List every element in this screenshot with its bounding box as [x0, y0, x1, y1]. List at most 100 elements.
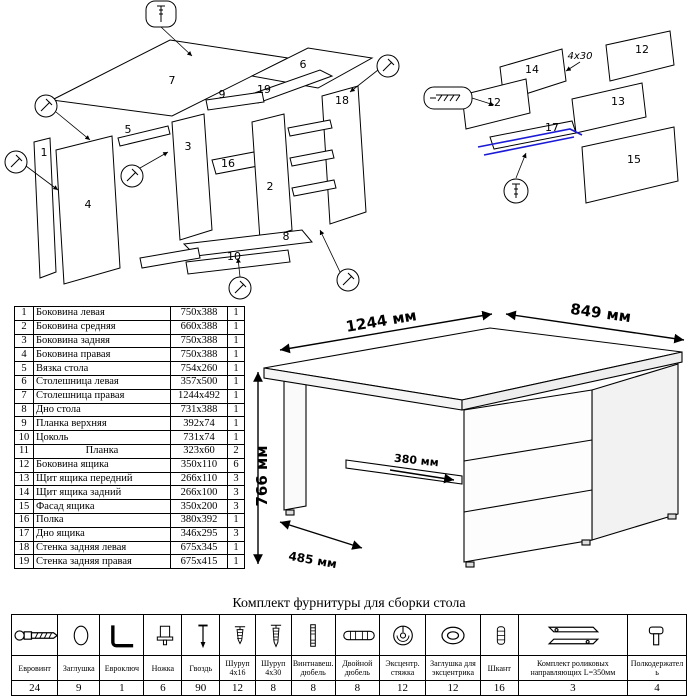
- leg-icon: [143, 614, 183, 656]
- parts-cell-name: Столешница правая: [33, 388, 171, 404]
- screw-4x16-icon: [219, 614, 256, 656]
- parts-cell-qty: 3: [227, 471, 245, 487]
- part-label-12b: 12: [635, 43, 649, 56]
- parts-cell-num: 6: [14, 374, 34, 390]
- parts-cell-num: 3: [14, 333, 34, 349]
- parts-cell-name: Боковина левая: [33, 306, 171, 321]
- hardware-callouts: [4, 0, 400, 300]
- hardware-qty: 3: [517, 680, 629, 696]
- nail-icon: [181, 614, 221, 656]
- hardware-name: Гвоздь: [181, 655, 221, 681]
- dowel-icon: [479, 614, 519, 656]
- hardware-icon-row: [10, 614, 687, 656]
- drawer-hardware-callouts: [423, 61, 581, 204]
- part-label-14: 14: [525, 63, 539, 76]
- parts-cell-size: 660x388: [170, 319, 228, 335]
- parts-cell-size: 266x110: [170, 471, 228, 487]
- parts-cell-name: Боковина средняя: [33, 319, 171, 335]
- part-label-8: 8: [283, 230, 290, 243]
- roller-guides-icon: [517, 614, 629, 656]
- cam-lock-icon: [378, 614, 427, 656]
- screw-callout-icon: [120, 164, 144, 188]
- dimension-base-width: 485 мм: [287, 549, 338, 571]
- parts-cell-size: 731x74: [170, 430, 228, 445]
- parts-cell-qty: 6: [227, 457, 245, 473]
- drawer-exploded-diagram: 14 12 12 13 17 15 4x30: [423, 30, 679, 204]
- desk-part-labels: 7 6 19 18 4 1 5 3 16 2 8 10 9: [41, 58, 350, 263]
- hardware-caption: Комплект фурнитуры для сборки стола: [232, 596, 466, 611]
- parts-cell-qty: 1: [227, 554, 245, 570]
- screw-icon: [430, 94, 461, 102]
- part-label-5: 5: [125, 123, 132, 136]
- part-label-1: 1: [41, 146, 48, 159]
- part-label-2: 2: [267, 180, 274, 193]
- parts-cell-name: Дно ящика: [33, 526, 171, 542]
- parts-cell-size: 750x388: [170, 347, 228, 363]
- hardware-qty: 1: [99, 680, 145, 696]
- part-label-6: 6: [300, 58, 307, 71]
- hardware-name: Шуруп 4x30: [254, 655, 292, 681]
- parts-cell-qty: 1: [227, 319, 245, 335]
- parts-cell-name: Щит ящика задний: [33, 485, 171, 501]
- parts-cell-size: 323x60: [170, 443, 228, 459]
- hardware-qty: 9: [57, 680, 101, 696]
- part-label-3: 3: [185, 140, 192, 153]
- parts-cell-name: Стенка задняя правая: [33, 554, 171, 570]
- drawer-guide-highlight: [477, 128, 583, 156]
- hardware-name: Полкодержатель: [627, 655, 687, 681]
- hardware-qty: 16: [479, 680, 519, 696]
- parts-cell-num: 1: [14, 306, 34, 321]
- hardware-name: Заглушка: [57, 655, 101, 681]
- drawer-parts: [461, 30, 679, 204]
- part-label-12a: 12: [487, 96, 501, 109]
- hardware-qty: 12: [378, 680, 427, 696]
- parts-cell-qty: 1: [227, 333, 245, 349]
- screw-size-label: 4x30: [567, 51, 592, 62]
- desk-parts: [33, 39, 374, 285]
- parts-cell-name: Стенка задняя левая: [33, 540, 171, 556]
- hardware-name: Комплект роликовых направляющих L=350мм: [517, 655, 629, 681]
- shelf-support-icon: [627, 614, 687, 656]
- parts-cell-num: 17: [14, 526, 34, 542]
- hardware-name: Шуруп 4x16: [219, 655, 256, 681]
- screw-callout-icon: [228, 276, 252, 300]
- parts-cell-num: 16: [14, 512, 34, 528]
- hardware-qty: 8: [254, 680, 292, 696]
- hardware-qty: 24: [10, 680, 59, 696]
- part-label-19: 19: [257, 83, 271, 96]
- parts-cell-num: 9: [14, 416, 34, 432]
- parts-cell-num: 15: [14, 499, 34, 514]
- parts-cell-name: Боковина правая: [33, 347, 171, 363]
- parts-cell-name: Столешница левая: [33, 374, 171, 390]
- parts-cell-num: 7: [14, 388, 34, 404]
- parts-cell-qty: 1: [227, 374, 245, 390]
- dimension-shelf-depth: 380 мм: [393, 452, 439, 470]
- cam-cap-icon: [425, 614, 481, 656]
- parts-cell-qty: 1: [227, 347, 245, 363]
- parts-cell-name: Полка: [33, 512, 171, 528]
- parts-cell-name: Боковина задняя: [33, 333, 171, 349]
- parts-cell-name: Боковина ящика: [33, 457, 171, 473]
- parts-cell-name: Щит ящика передний: [33, 471, 171, 487]
- parts-cell-size: 380x392: [170, 512, 228, 528]
- part-label-15: 15: [627, 153, 641, 166]
- dimension-height: 766 мм: [253, 445, 271, 506]
- hardware-name: Заглушка для эксцентрика: [425, 655, 481, 681]
- part-label-16: 16: [221, 157, 235, 170]
- desk-dimensions-illustration: 1244 мм 849 мм 766 мм 380 мм 485 мм: [253, 300, 685, 571]
- hardware-name: Шкант: [479, 655, 519, 681]
